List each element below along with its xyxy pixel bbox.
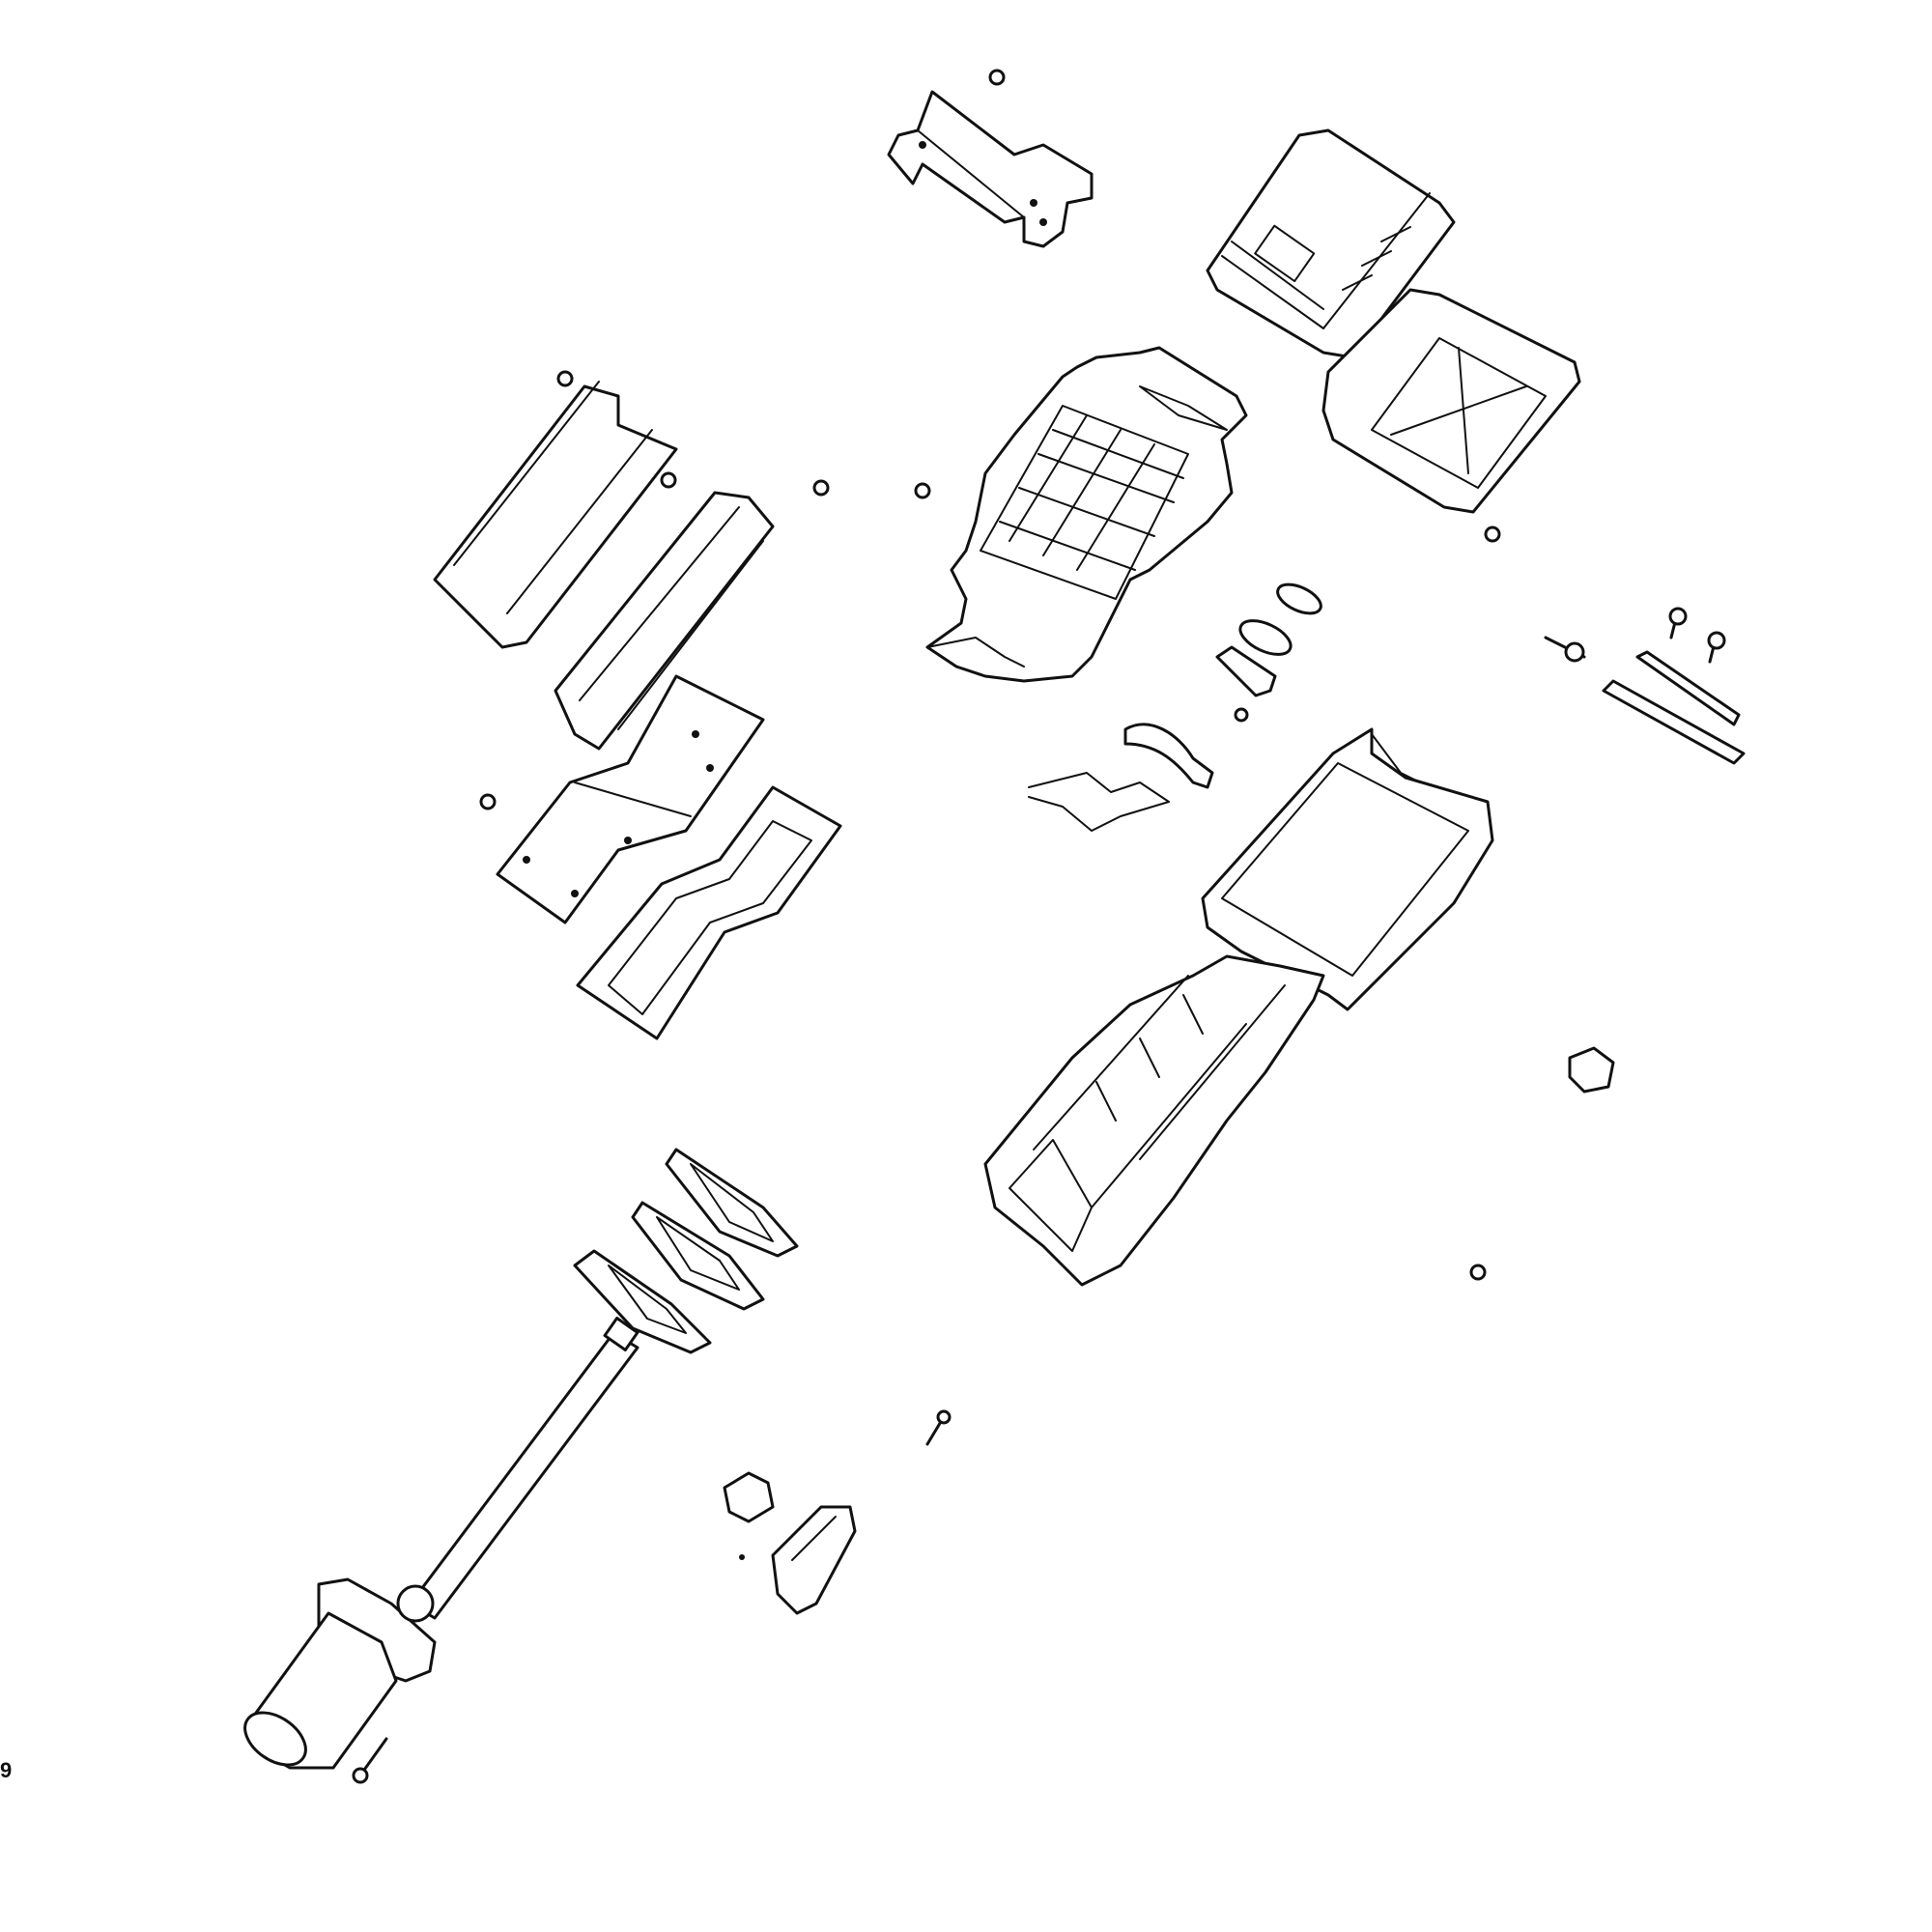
clamp-plate-lower [1602,679,1746,765]
screw-right-2 [1469,1264,1487,1281]
screw-right-1 [1484,526,1501,543]
o-ring-seal [1276,582,1322,615]
screw-center-1 [812,479,830,497]
heater-duct-lower [983,954,1325,1287]
top-mounting-bracket [887,90,1094,248]
gasket-seal-small [1215,645,1277,697]
bolt-right-3 [1707,631,1726,664]
wire-bracket [1028,772,1170,832]
bolt-center-lower [925,1409,952,1446]
connector-block [723,1471,775,1523]
grommet-ring [1238,619,1293,656]
resistor-assembly [771,1505,857,1615]
central-duct-housing [925,346,1248,683]
blower-motor [243,1577,437,1770]
bolt-right-2 [1668,607,1688,639]
control-module-housing [1206,128,1456,359]
screw-center-2 [914,482,931,499]
filter-frame [1321,288,1581,514]
left-channel-upper [433,381,678,649]
gasket-left-2 [631,1201,765,1311]
screw-center-3 [1234,707,1249,723]
pin-small [739,1554,745,1560]
cover-plate [496,674,765,924]
clamp-plate-upper [1635,650,1741,726]
figure-number: 9 [0,1758,13,1782]
left-channel-lower [554,491,775,751]
bolt-motor [352,1737,388,1784]
gasket-frame [576,785,842,1040]
screw-left-3 [479,793,497,810]
mounting-strap [1123,723,1214,789]
drive-shaft [409,1317,639,1620]
screw-top [988,69,1006,86]
gasket-left-3 [665,1148,799,1258]
heater-box-upper [1201,727,1494,1011]
screw-left-2 [660,471,677,489]
gasket-left-1 [573,1249,712,1354]
screw-left-1 [556,370,574,387]
foam-block [1568,1046,1615,1094]
bolt-right-1 [1544,636,1586,663]
